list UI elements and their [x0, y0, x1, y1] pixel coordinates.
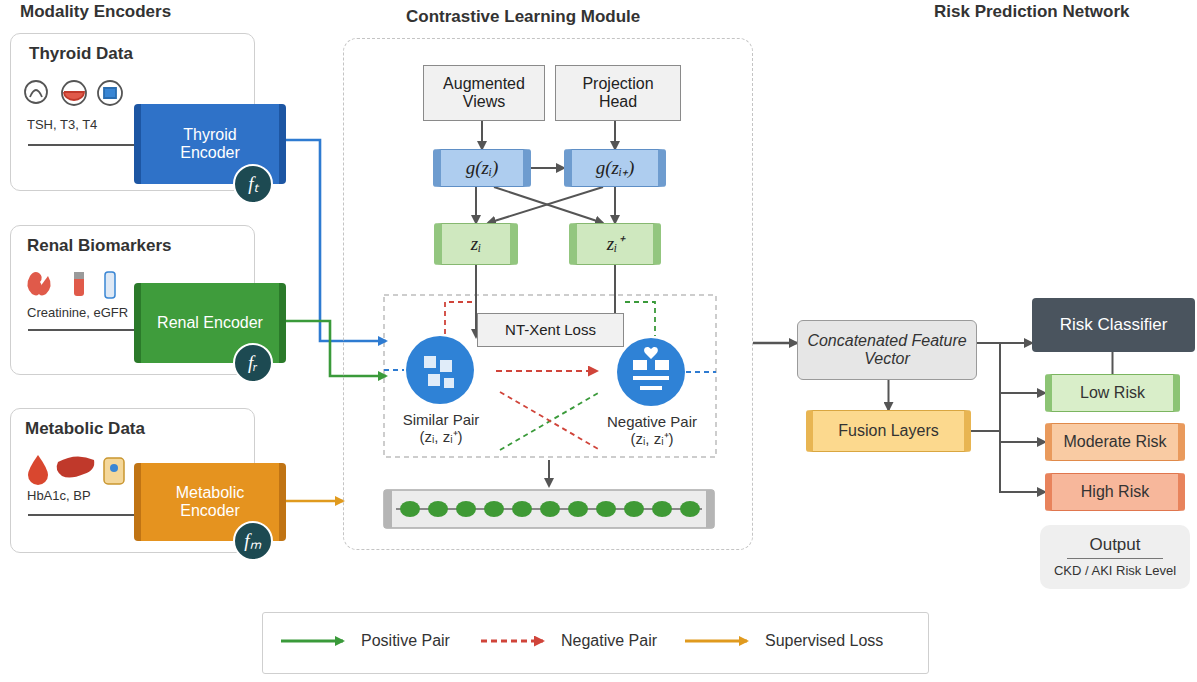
node-text: Negative Pair	[607, 413, 697, 430]
risk-box: Moderate Risk	[1045, 423, 1185, 461]
node-text: Similar Pair	[403, 411, 480, 428]
pair-lines	[384, 302, 716, 450]
node-text: Metabolic Encoder	[153, 484, 267, 521]
risk-box: Low Risk	[1045, 374, 1180, 412]
encoder-box: Renal Encoderfᵣ	[134, 283, 286, 363]
node-text: Augmented Views	[430, 75, 538, 112]
classifier-box: Risk Classifier	[1032, 298, 1195, 352]
legend-text: Supervised Loss	[765, 632, 883, 650]
legend-sample	[279, 631, 349, 651]
node-text: Creatinine, eGFR	[27, 306, 128, 321]
pair-node: Similar Pair(zᵢ, zᵢ⁺)	[386, 337, 496, 445]
legend-sample	[683, 631, 753, 651]
node-text: Low Risk	[1080, 384, 1145, 402]
node-text: Renal Biomarkers	[27, 236, 172, 256]
similar-pair-icon	[406, 336, 474, 404]
embedding-arrow	[548, 460, 550, 486]
node-text: zᵢ	[471, 233, 481, 255]
output-box: OutputCKD / AKI Risk Level	[1040, 525, 1190, 589]
data-panel: Metabolic DataHbA1c, BPMetabolic Encoder…	[10, 408, 255, 553]
node-text: Thyroid Encoder	[153, 126, 267, 163]
node-text: g(zᵢ)	[466, 157, 499, 179]
node-text: Contrastive Learning Module	[406, 7, 640, 27]
node-text: Metabolic Data	[25, 419, 145, 439]
loss-box: NT-Xent Loss	[477, 313, 624, 347]
projection-box: g(zᵢ)	[433, 149, 531, 187]
legend-item: Positive Pair	[279, 631, 450, 651]
renal-icons	[27, 272, 115, 298]
node-text: HbA1c, BP	[27, 489, 91, 504]
connector	[481, 121, 483, 149]
feature-box: Concatenated Feature Vector	[797, 320, 977, 380]
connector	[614, 187, 616, 223]
node-text: Projection Head	[562, 75, 674, 112]
connector	[286, 500, 343, 503]
connector	[286, 140, 386, 341]
node-text: fₘ	[244, 530, 261, 552]
connector	[753, 342, 797, 345]
node-text: zᵢ⁺	[607, 233, 623, 255]
node-text: g(zᵢ₊)	[596, 157, 635, 179]
fusion-link	[971, 430, 1000, 432]
legend-box: Positive Pair Negative Pair Supervised Los…	[262, 612, 929, 674]
connector	[614, 121, 616, 149]
node-text: fₜ	[248, 173, 257, 195]
connector	[286, 321, 386, 376]
node-text: Output	[1067, 535, 1162, 559]
connector	[531, 167, 564, 169]
node-text: CKD / AKI Risk Level	[1054, 564, 1176, 579]
connector	[977, 343, 1045, 492]
embedding-box: zᵢ⁺	[569, 223, 661, 265]
embedding-box: zᵢ	[434, 223, 518, 265]
connector	[475, 187, 477, 223]
connector	[888, 380, 890, 410]
embedding-bar	[384, 490, 714, 528]
node-text: Thyroid Data	[29, 44, 133, 64]
encoder-box: Metabolic Encoderfₘ	[134, 463, 286, 541]
function-circle: fᵣ	[233, 343, 273, 383]
function-circle: fₜ	[233, 164, 273, 204]
negative-pair-icon	[617, 338, 685, 406]
section-heading: Risk Prediction Network	[934, 2, 1130, 22]
module-region: Contrastive Learning ModuleAugmented Vie…	[343, 38, 753, 550]
loss-region	[384, 295, 716, 457]
legend-text: Negative Pair	[561, 632, 657, 650]
node-text: TSH, T3, T4	[27, 118, 97, 133]
section-heading: Modality Encoders	[20, 2, 171, 22]
function-circle: fₘ	[233, 521, 273, 561]
encoder-box: Thyroid Encoderfₜ	[134, 104, 286, 184]
metabolic-icons	[28, 455, 124, 485]
node-text: Fusion Layers	[838, 422, 939, 440]
node-text: (zᵢ, zᵢ⁺)	[419, 428, 462, 445]
data-panel: Thyroid DataTSH, T3, T4Thyroid Encoderfₜ	[10, 33, 255, 191]
legend-text: Positive Pair	[361, 632, 450, 650]
thyroid-icons	[25, 81, 122, 105]
connector	[488, 187, 603, 223]
connector	[496, 370, 597, 372]
node-text: Concatenated Feature Vector	[806, 332, 968, 369]
data-panel: Renal BiomarkersCreatinine, eGFRRenal En…	[10, 225, 255, 375]
process-box: Augmented Views	[423, 65, 545, 121]
input-arrows	[28, 145, 146, 515]
connector	[1112, 352, 1114, 374]
legend-item: Negative Pair	[479, 631, 657, 651]
node-text: NT-Xent Loss	[505, 321, 596, 338]
node-text: Moderate Risk	[1063, 433, 1166, 451]
process-box: Projection Head	[555, 65, 681, 121]
node-text: Risk Classifier	[1060, 315, 1168, 335]
node-text: High Risk	[1081, 483, 1149, 501]
risk-box: High Risk	[1045, 473, 1185, 511]
projection-box: g(zᵢ₊)	[564, 149, 666, 187]
connector	[977, 343, 1045, 442]
legend-sample	[479, 631, 549, 651]
pair-node: Negative Pair(zᵢ, zᵢ⁺)	[597, 339, 707, 447]
legend-item: Supervised Loss	[683, 631, 883, 651]
node-text: Renal Encoder	[157, 314, 263, 332]
node-text: (zᵢ, zᵢ⁺)	[630, 430, 673, 447]
fusion-box: Fusion Layers	[806, 410, 971, 452]
node-text: fᵣ	[248, 352, 258, 374]
